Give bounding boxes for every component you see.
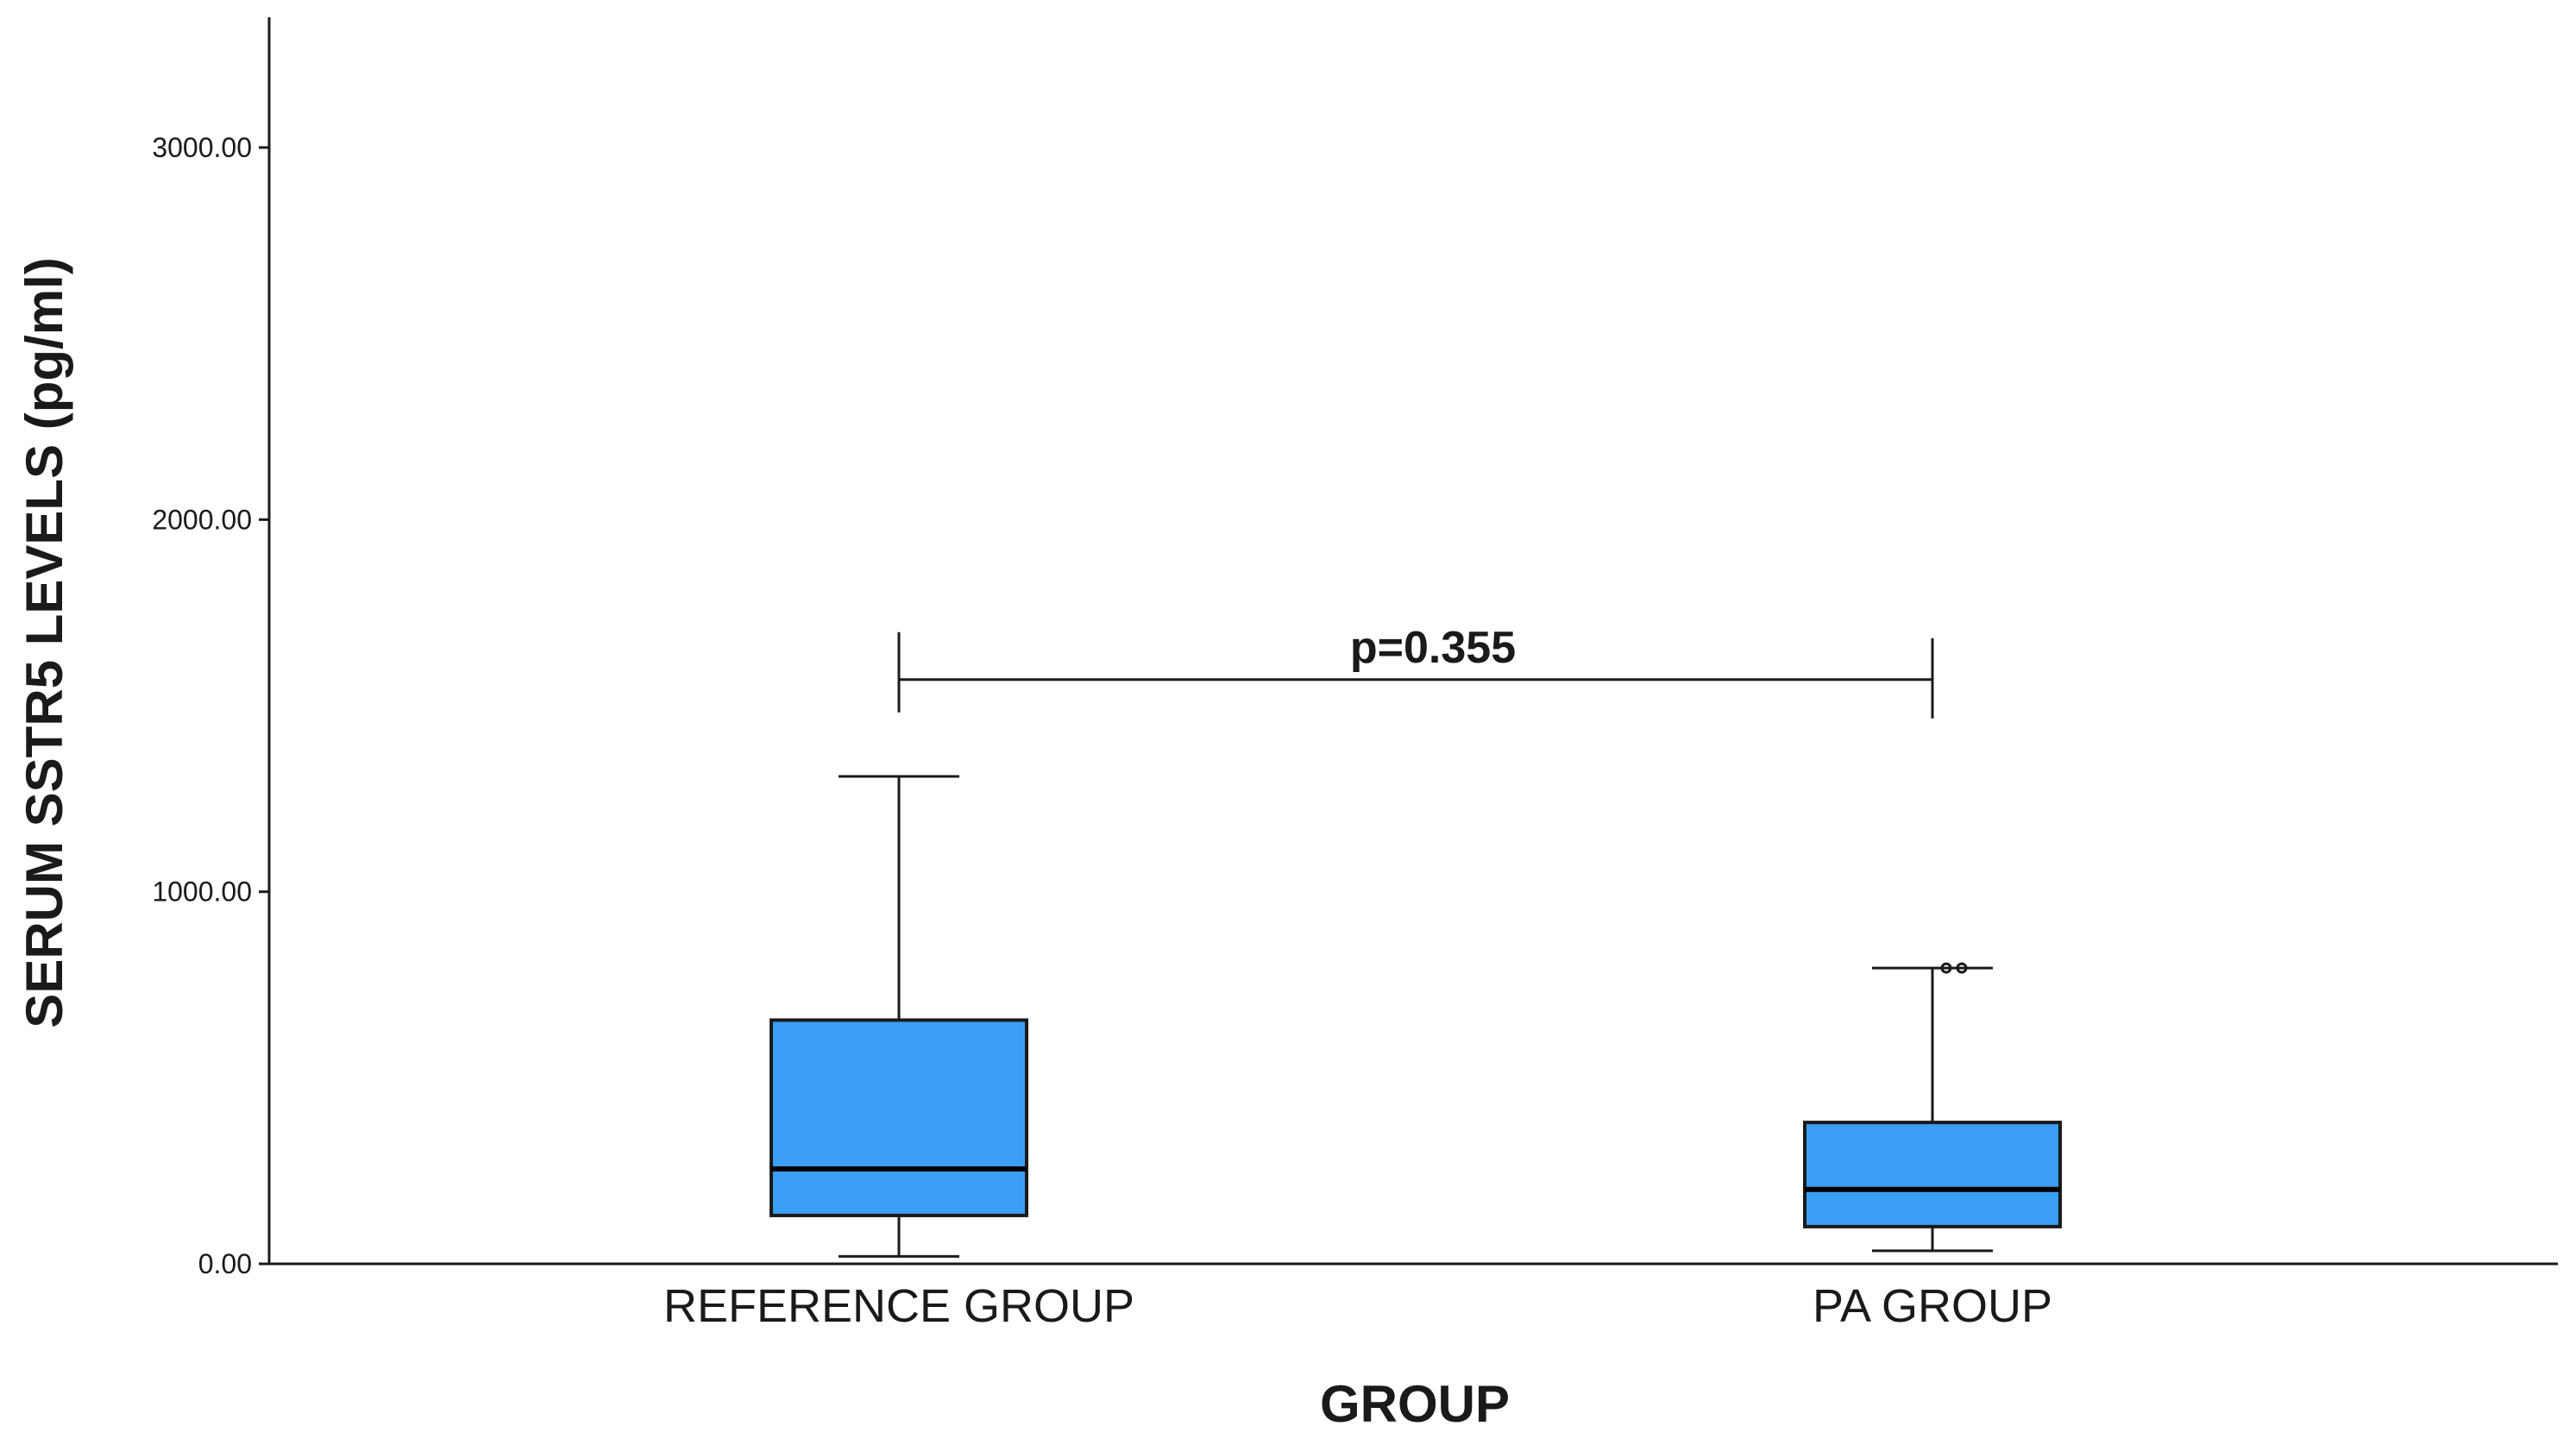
x-axis-title: GROUP: [1320, 1375, 1510, 1433]
p-value-label: p=0.355: [1350, 623, 1516, 673]
iqr-box: [770, 1018, 1028, 1217]
y-tick-label: 3000.00: [152, 132, 252, 163]
y-tick-label: 2000.00: [152, 504, 252, 535]
category-label: REFERENCE GROUP: [663, 1280, 1134, 1332]
iqr-box: [1803, 1121, 2062, 1228]
outlier-point: [1956, 962, 1968, 974]
category-label: PA GROUP: [1813, 1280, 2052, 1332]
y-axis-title: SERUM SSTR5 LEVELS (pg/ml): [16, 257, 73, 1027]
y-tick-label: 0.00: [198, 1248, 252, 1279]
outlier-point: [1940, 962, 1952, 974]
y-tick-label: 1000.00: [152, 876, 252, 908]
